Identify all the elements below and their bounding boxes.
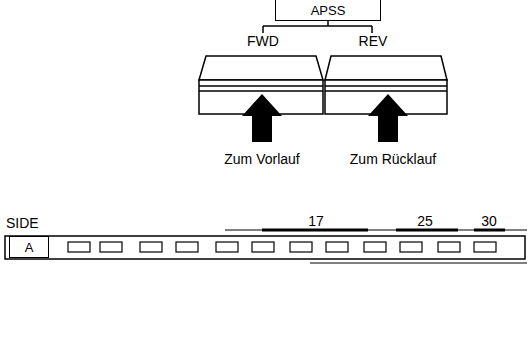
track-boxes [68,242,496,252]
track-markers [225,230,527,231]
track-box [474,242,496,252]
button-label: REV [359,33,388,49]
track-box [68,242,90,252]
track-box [176,242,198,252]
track-box [290,242,312,252]
track-box [100,242,122,252]
push-arrow [242,94,282,142]
track-box [326,242,348,252]
caption-label: Zum Rücklauf [350,151,436,167]
track-box [252,242,274,252]
side-box: A [9,236,49,258]
box-label: A [25,240,34,255]
track-box [216,242,238,252]
push-arrow [368,94,408,142]
box-label: APSS [311,3,346,18]
button-label: FWD [247,33,279,49]
track-box [140,242,162,252]
caption-label: Zum Vorlauf [224,151,299,167]
track-box [400,242,422,252]
track-strip [5,236,525,259]
underline [310,263,527,264]
function-box: APSS [275,0,381,21]
track-box [438,242,460,252]
track-box [364,242,386,252]
track-number: 25 [417,213,433,229]
track-number: 30 [481,213,497,229]
side-label: SIDE [6,215,39,231]
track-number: 17 [308,213,324,229]
